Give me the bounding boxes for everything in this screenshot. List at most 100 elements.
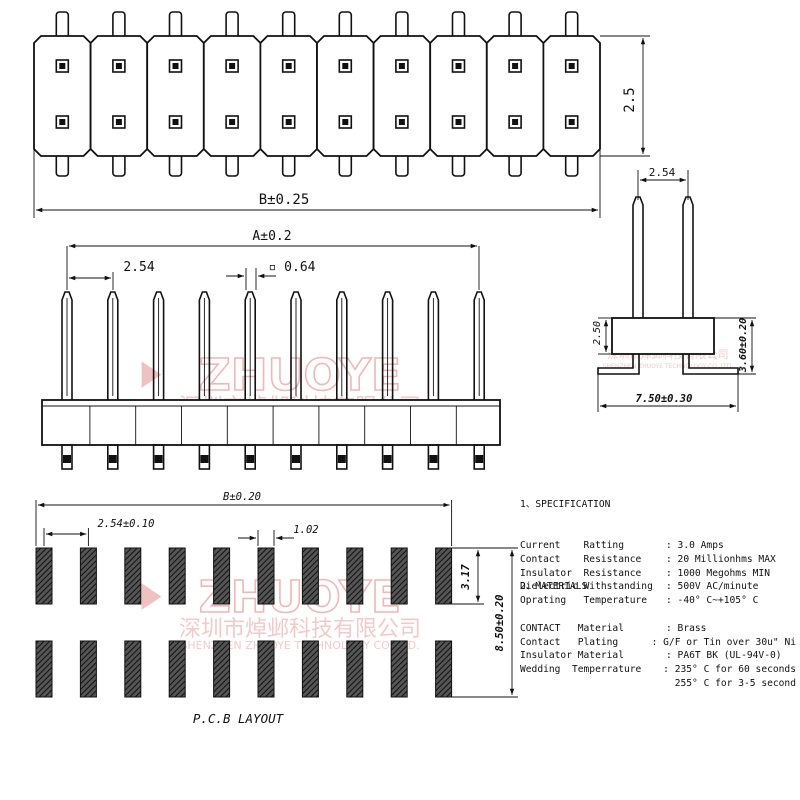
spec-value: : -40° C~+105° C bbox=[666, 595, 759, 607]
pin-lower bbox=[244, 444, 256, 470]
pin-square bbox=[55, 115, 70, 129]
pcb-pad-top bbox=[301, 547, 319, 605]
pcb-pad-top bbox=[257, 547, 275, 605]
pin-tip-top bbox=[168, 11, 183, 39]
spec-heading: 1、SPECIFICATION bbox=[520, 498, 611, 510]
pin-lower-mark bbox=[108, 455, 117, 463]
pin-lower-mark bbox=[63, 455, 71, 463]
side-pitch-label: 2.54 bbox=[649, 166, 676, 179]
side-housing bbox=[611, 317, 715, 355]
pin-square-core bbox=[398, 63, 405, 69]
front-span-label: A±0.2 bbox=[252, 229, 291, 244]
housing-segment bbox=[89, 35, 149, 157]
pcb-pad-bottom bbox=[390, 640, 408, 698]
spec-row: Contact Plating : G/F or Tin over 30u" Ni bbox=[520, 636, 796, 650]
pin-lower bbox=[198, 444, 211, 470]
pin-square bbox=[508, 115, 522, 129]
pin-square bbox=[564, 115, 579, 129]
pin-square bbox=[112, 59, 126, 73]
pin-square bbox=[338, 59, 353, 73]
housing-segment bbox=[33, 35, 92, 157]
watermark-cn: 深圳市焯邺科技有限公司 bbox=[179, 617, 421, 642]
spec-value: : Brass bbox=[666, 622, 707, 634]
pin-lower bbox=[473, 444, 486, 470]
pin-upper bbox=[61, 291, 73, 400]
pcb-span-label: B±0.20 bbox=[223, 491, 261, 503]
side-length-label: 7.50±0.30 bbox=[636, 393, 693, 405]
pin-lower-mark bbox=[475, 455, 484, 463]
pcb-pad-top bbox=[35, 547, 53, 605]
spec-key: Insulator Resistance bbox=[520, 567, 642, 579]
spec-key: Contact Plating bbox=[520, 636, 619, 648]
spec-key: CONTACT Material bbox=[520, 622, 624, 634]
watermark-brand: ZHUOYE bbox=[199, 572, 401, 623]
pin-square bbox=[564, 59, 579, 73]
pin-upper bbox=[427, 291, 440, 400]
pin-lower-mark bbox=[429, 455, 438, 463]
pcb-pad-height-label: 3.17 bbox=[460, 564, 472, 591]
pin-square bbox=[225, 59, 239, 73]
watermark-arrow bbox=[141, 583, 162, 610]
pcb-caption: P.C.B LAYOUT bbox=[193, 711, 285, 726]
spec-value: 255° C for 3-5 second bbox=[663, 677, 796, 689]
watermark-en-small: SHENZHEN ZHUOYE TECHNOLOGY CO.,LTD. bbox=[603, 363, 734, 370]
pin-square bbox=[281, 115, 296, 129]
pin-tip-top bbox=[281, 11, 296, 39]
specification-panel: 1、SPECIFICATION Current Ratting: 3.0 Amp… bbox=[520, 470, 796, 689]
pin-square bbox=[395, 115, 409, 129]
housing-segment bbox=[316, 35, 375, 157]
pin-upper bbox=[152, 291, 165, 400]
housing-segment bbox=[202, 35, 262, 157]
pcb-pad-bottom bbox=[257, 640, 275, 698]
pin-square bbox=[225, 115, 239, 129]
pin-lower-mark bbox=[383, 455, 392, 463]
side-pin bbox=[682, 196, 694, 318]
pin-square-core bbox=[342, 119, 349, 125]
pin-lower-mark bbox=[337, 455, 346, 463]
pin-square-core bbox=[59, 63, 66, 69]
pin-square bbox=[281, 59, 296, 73]
housing-segment bbox=[542, 35, 601, 157]
side-height-label: 2.50 bbox=[592, 321, 603, 345]
pcb-pad-bottom bbox=[79, 640, 97, 698]
spec-key: Current Ratting bbox=[520, 539, 624, 551]
pcb-pitch-label: 2.54±0.10 bbox=[98, 518, 155, 530]
pin-lower-mark bbox=[292, 455, 300, 463]
housing-segment bbox=[146, 35, 205, 157]
front-view bbox=[41, 243, 501, 470]
spec-value: : G/F or Tin over 30u" Ni bbox=[651, 636, 796, 648]
spec-value: : 20 Millionhms MAX bbox=[666, 553, 776, 565]
pin-square bbox=[338, 115, 353, 129]
pin-lower-mark bbox=[200, 455, 209, 463]
spec-row: Contact Resistance: 20 Millionhms MAX bbox=[520, 553, 796, 567]
front-pitch-label: 2.54 bbox=[123, 260, 154, 275]
pin-square-core bbox=[115, 119, 122, 125]
pcb-pad-bottom bbox=[301, 640, 319, 698]
pin-square-core bbox=[512, 63, 519, 69]
pcb-pad-top bbox=[168, 547, 186, 605]
pin-square bbox=[112, 115, 126, 129]
spec-key: Dielectric Withstanding bbox=[520, 581, 653, 593]
pin-square bbox=[168, 59, 183, 73]
pin-tip-top bbox=[338, 11, 353, 39]
spec-value: : 235° C for 60 seconds bbox=[663, 664, 796, 676]
pcb-pad-bottom bbox=[346, 640, 364, 698]
pin-square-core bbox=[172, 63, 179, 69]
pin-square-core bbox=[568, 119, 575, 125]
spec-row: Dielectric Withstanding: 500V AC/minute bbox=[520, 580, 796, 594]
spec-key: Oprating Temperature bbox=[520, 595, 648, 607]
pin-tip-top bbox=[225, 11, 239, 39]
front-pin-label: ▫ 0.64 bbox=[269, 260, 316, 275]
pin-lower bbox=[290, 444, 302, 470]
spec-row: Insulator Material: PA6T BK (UL-94V-0) bbox=[520, 649, 796, 663]
pcb-pad-bottom bbox=[213, 640, 231, 698]
spec-row: Oprating Temperature : -40° C~+105° C bbox=[520, 594, 796, 608]
side-tail-left bbox=[597, 354, 640, 375]
side-offset-label: 3.60±0.20 bbox=[738, 318, 749, 373]
pin-square-core bbox=[512, 119, 519, 125]
pcb-pad-bottom bbox=[35, 640, 53, 698]
pcb-pad-top bbox=[390, 547, 408, 605]
